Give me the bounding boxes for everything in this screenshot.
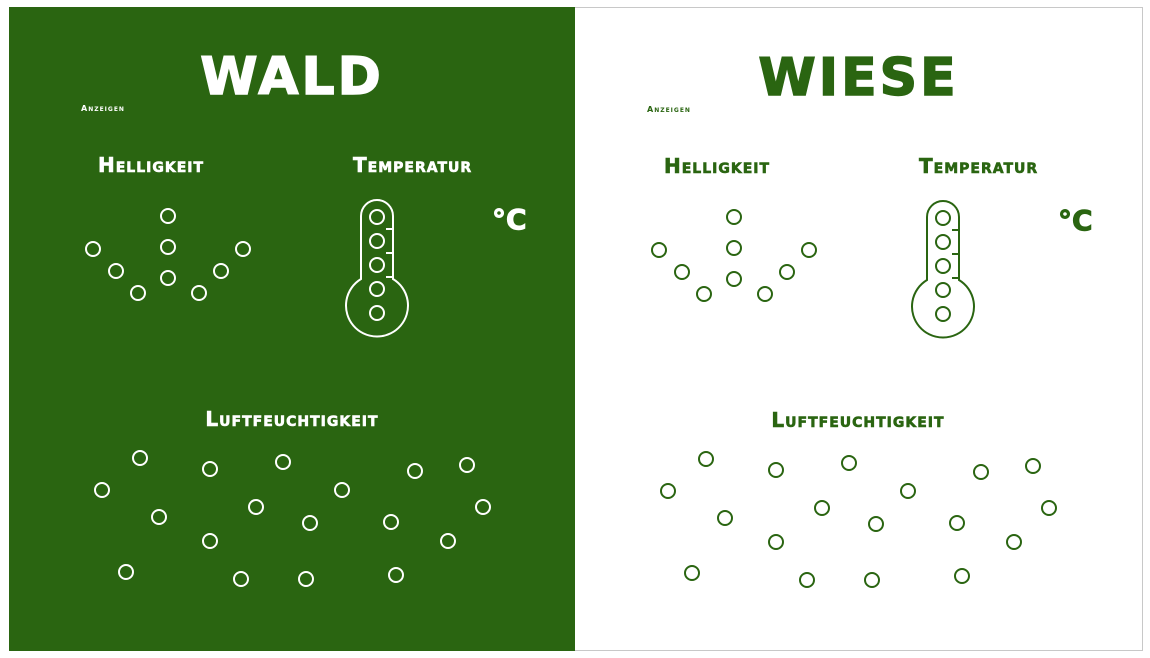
temperature-unit: °C [492, 203, 528, 237]
show-button[interactable]: Anzeigen [81, 104, 125, 113]
humidity-dot [841, 455, 857, 471]
brightness-dot [779, 264, 795, 280]
humidity-dot [118, 564, 134, 580]
brightness-dot [85, 241, 101, 257]
humidity-dot [475, 499, 491, 515]
humidity-dot [698, 451, 714, 467]
brightness-dots-icon [651, 209, 817, 302]
brightness-dot [757, 286, 773, 302]
humidity-dots-icon [660, 451, 1057, 588]
humidity-dot [202, 461, 218, 477]
panel-title: WALD [199, 46, 384, 108]
humidity-dot [151, 509, 167, 525]
thermometer-icon [345, 199, 409, 338]
thermometer-outline [911, 200, 975, 339]
show-button[interactable]: Anzeigen [647, 105, 691, 114]
humidity-heading: Luftfeuchtigkeit [771, 408, 945, 433]
brightness-dot [213, 263, 229, 279]
humidity-dot [814, 500, 830, 516]
humidity-dot [954, 568, 970, 584]
temperature-heading: Temperatur [919, 154, 1039, 179]
brightness-dot [726, 209, 742, 225]
humidity-dot [298, 571, 314, 587]
panel-title: WIESE [758, 47, 959, 109]
brightness-dot [726, 240, 742, 256]
brightness-dot [160, 270, 176, 286]
thermometer-icon [911, 200, 975, 339]
thermometer-dot [935, 234, 951, 250]
humidity-dot [768, 462, 784, 478]
humidity-dot [202, 533, 218, 549]
humidity-dot [868, 516, 884, 532]
humidity-heading: Luftfeuchtigkeit [205, 407, 379, 432]
brightness-heading: Helligkeit [664, 154, 771, 179]
brightness-dots-icon [85, 208, 251, 301]
humidity-dot [973, 464, 989, 480]
humidity-dot [383, 514, 399, 530]
brightness-dot [674, 264, 690, 280]
thermometer-outline [345, 199, 409, 338]
humidity-dot [440, 533, 456, 549]
thermometer-dot [935, 306, 951, 322]
brightness-heading: Helligkeit [98, 153, 205, 178]
humidity-dot [459, 457, 475, 473]
brightness-dot [160, 239, 176, 255]
humidity-dot [1041, 500, 1057, 516]
brightness-dot [651, 242, 667, 258]
thermometer-dot [935, 282, 951, 298]
humidity-dot [275, 454, 291, 470]
humidity-dot [684, 565, 700, 581]
humidity-dot [864, 572, 880, 588]
humidity-dot [799, 572, 815, 588]
brightness-dot [801, 242, 817, 258]
panel-wald: WALD Anzeigen Helligkeit Temperatur °C L… [9, 7, 575, 651]
humidity-dot [768, 534, 784, 550]
humidity-dot [388, 567, 404, 583]
panel-art [85, 199, 491, 587]
brightness-dot [696, 286, 712, 302]
humidity-dot [407, 463, 423, 479]
brightness-dot [191, 285, 207, 301]
thermometer-dot [369, 281, 385, 297]
brightness-dot [160, 208, 176, 224]
humidity-dot [1025, 458, 1041, 474]
thermometer-dot [935, 258, 951, 274]
humidity-dots-icon [94, 450, 491, 587]
humidity-dot [717, 510, 733, 526]
humidity-dot [949, 515, 965, 531]
humidity-dot [900, 483, 916, 499]
thermometer-dot [369, 257, 385, 273]
brightness-dot [130, 285, 146, 301]
temperature-unit: °C [1058, 204, 1094, 238]
brightness-dot [726, 271, 742, 287]
humidity-dot [334, 482, 350, 498]
panel-wiese: WIESE Anzeigen Helligkeit Temperatur °C … [575, 7, 1143, 651]
thermometer-dot [935, 210, 951, 226]
thermometer-dot [369, 305, 385, 321]
humidity-dot [132, 450, 148, 466]
brightness-dot [235, 241, 251, 257]
humidity-dot [248, 499, 264, 515]
humidity-dot [302, 515, 318, 531]
humidity-dot [660, 483, 676, 499]
panel-art [651, 200, 1057, 588]
humidity-dot [94, 482, 110, 498]
humidity-dot [1006, 534, 1022, 550]
thermometer-dot [369, 209, 385, 225]
brightness-dot [108, 263, 124, 279]
humidity-dot [233, 571, 249, 587]
thermometer-dot [369, 233, 385, 249]
temperature-heading: Temperatur [353, 153, 473, 178]
